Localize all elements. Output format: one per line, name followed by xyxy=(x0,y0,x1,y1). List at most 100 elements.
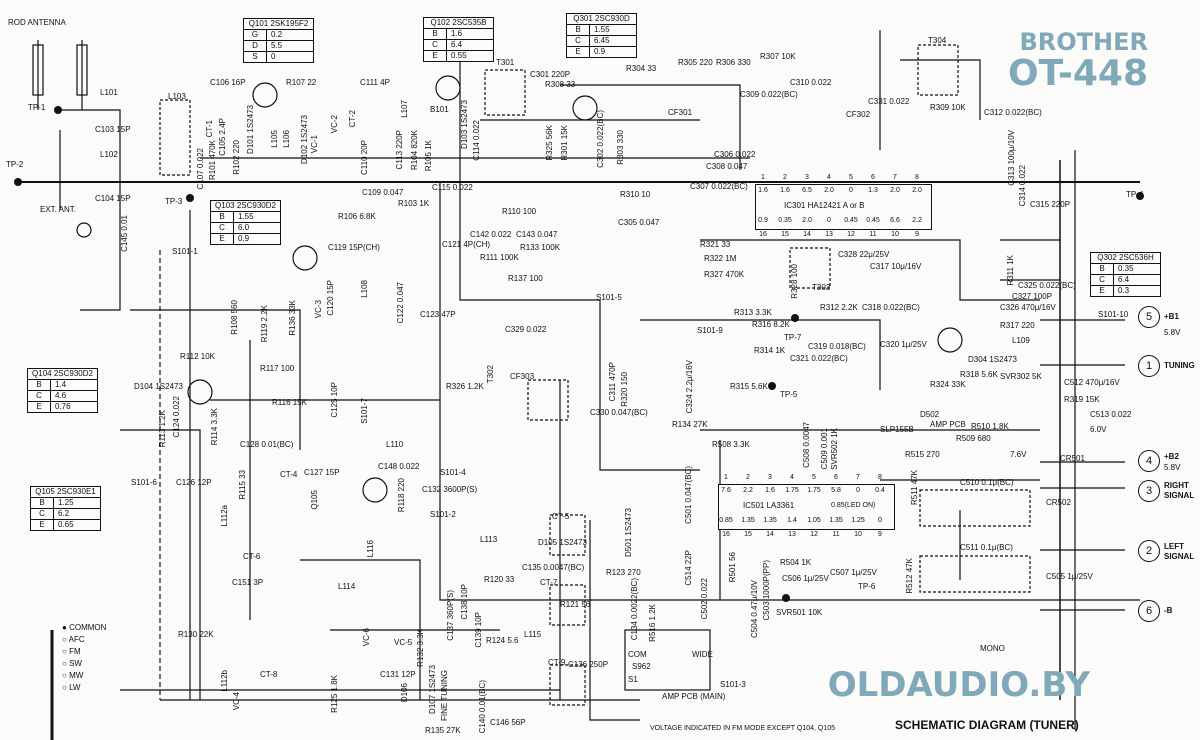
terminal-5-voltage: 5.8V xyxy=(1164,328,1181,337)
component-label: L116 xyxy=(366,540,375,558)
component-label: R102 220 xyxy=(232,140,241,175)
component-label: C122 0.047 xyxy=(396,282,405,324)
terminal-6: 6 xyxy=(1138,600,1160,622)
component-label: C317 10μ/16V xyxy=(870,262,922,271)
component-label: R325 56K xyxy=(545,125,554,161)
component-label: L112b xyxy=(220,670,229,692)
component-label: R124 5.6 xyxy=(486,636,519,645)
component-label: C513 0.022 xyxy=(1090,410,1132,419)
component-label: C131 12P xyxy=(380,670,416,679)
component-label: R121 56 xyxy=(560,600,591,609)
component-label: R304 33 xyxy=(626,64,657,73)
component-label: CT-9 xyxy=(548,658,566,667)
component-label: R312 2.2K xyxy=(820,303,858,312)
component-label: C507 1μ/25V xyxy=(830,568,877,577)
terminal-2-label: LEFT SIGNAL xyxy=(1164,542,1195,561)
component-label: R114 3.3K xyxy=(210,408,219,446)
component-label: C301 220P xyxy=(530,70,571,79)
component-label: TP-2 xyxy=(6,160,24,169)
ic501-led-voltage: 0.85(LED ON) xyxy=(831,502,876,509)
terminal-5-label: +B1 xyxy=(1164,312,1179,321)
component-label: C505 1μ/25V xyxy=(1046,572,1093,581)
component-label: C105 2.4P xyxy=(218,118,227,156)
component-label: CT-2 xyxy=(348,110,357,128)
component-label: R509 680 xyxy=(956,434,991,443)
component-label: C115 0.022 xyxy=(432,183,473,192)
terminal-4: 4 xyxy=(1138,450,1160,472)
component-label: CT-6 xyxy=(243,552,261,561)
component-label: R116 15K xyxy=(272,398,307,407)
component-label: CF301 xyxy=(668,108,693,117)
component-label: AMP PCB (MAIN) xyxy=(662,692,726,701)
component-label: C308 0.047 xyxy=(706,162,748,171)
component-label: L112a xyxy=(220,505,229,527)
component-label: VC-4 xyxy=(232,692,241,711)
component-label: R118 220 xyxy=(397,478,406,513)
component-label: R117 100 xyxy=(260,364,295,373)
component-label: C140 0.01(BC) xyxy=(478,680,487,734)
component-label: C514 22P xyxy=(684,550,693,586)
component-label: C143 0.047 xyxy=(516,230,558,239)
component-label: C136 250P xyxy=(568,660,609,669)
component-label: R311 1K xyxy=(1006,255,1015,286)
component-label: R137 100 xyxy=(508,274,543,283)
component-label: L110 xyxy=(386,440,404,449)
component-label: C312 0.022(BC) xyxy=(984,108,1042,117)
component-label: S101-2 xyxy=(430,510,456,519)
component-label: 7.6V xyxy=(1010,450,1027,459)
component-label: C313 100μ/10V xyxy=(1007,130,1016,186)
component-label: R107 22 xyxy=(286,78,317,87)
component-label: C110 20P xyxy=(360,140,369,175)
component-label: CR502 xyxy=(1046,498,1071,507)
component-label: C320 1μ/25V xyxy=(880,340,927,349)
component-label: R132 3.3K xyxy=(416,629,425,667)
component-label: T301 xyxy=(496,58,515,67)
component-label: C134 0.0022(BC) xyxy=(630,578,639,641)
component-label: C504 0.47μ/10V xyxy=(750,580,759,638)
component-label: C330 0.047(BC) xyxy=(590,408,648,417)
component-label: S101-6 xyxy=(131,478,157,487)
component-label: C319 0.018(BC) xyxy=(808,342,866,351)
component-label: EXT. ANT. xyxy=(40,205,77,214)
component-label: S101-3 xyxy=(720,680,746,689)
component-label: C509 0.001 xyxy=(820,428,829,470)
component-label: L107 xyxy=(400,100,409,118)
component-label: TP-3 xyxy=(165,197,183,206)
component-label: L103 xyxy=(168,92,186,101)
component-label: C126 12P xyxy=(176,478,212,487)
component-label: D101 1S2473 xyxy=(246,105,255,154)
component-label: C120 15P xyxy=(326,280,335,316)
component-label: D501 1S2473 xyxy=(624,508,633,557)
component-label: C311 470P xyxy=(608,362,617,402)
component-label: C309 0.022(BC) xyxy=(740,90,798,99)
ic301-name: IC301 HA12421 A or B xyxy=(784,201,865,210)
component-label: R308 33 xyxy=(545,80,576,89)
component-label: C113 220P xyxy=(395,130,404,170)
component-label: C329 0.022 xyxy=(505,325,547,334)
component-label: R515 270 xyxy=(905,450,940,459)
component-label: 6.0V xyxy=(1090,425,1107,434)
component-label: R104 820K xyxy=(410,130,419,171)
watermark: OLDAUDIO.BY xyxy=(827,665,1090,705)
component-label: R309 10K xyxy=(930,103,966,112)
brand-name: BROTHER xyxy=(1019,28,1148,56)
component-label: L105 xyxy=(270,130,279,148)
legend-mw: ○ MW xyxy=(62,671,84,680)
legend-fm: ○ FM xyxy=(62,647,81,656)
component-label: R105 1K xyxy=(424,140,433,172)
component-label: C139 10P xyxy=(474,612,483,648)
component-label: R512 47K xyxy=(905,558,914,594)
component-label: R130 22K xyxy=(178,630,214,639)
component-label: CT-4 xyxy=(280,470,298,479)
component-label: WIDE xyxy=(692,650,713,659)
component-label: R324 33K xyxy=(930,380,966,389)
component-label: VC-2 xyxy=(330,115,339,134)
component-label: C508 0.0047 xyxy=(802,422,811,468)
